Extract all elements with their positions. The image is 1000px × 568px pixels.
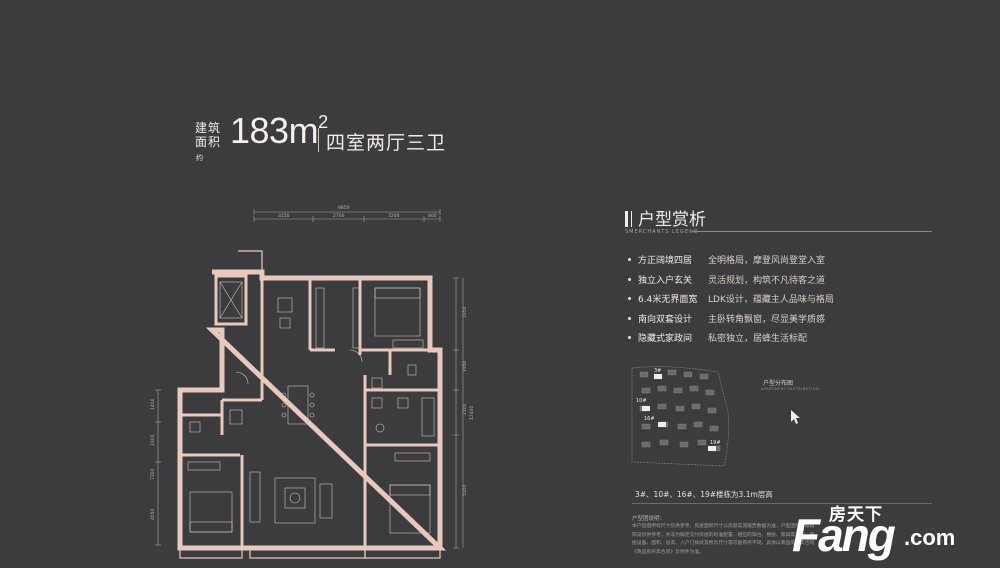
area-value: 183m2 (230, 110, 328, 152)
dim-top-3: 3200 (388, 213, 400, 219)
note-divider (632, 503, 932, 504)
dim-right-total: 12400 (469, 406, 475, 420)
bullet-icon (628, 297, 631, 301)
feature-item: 6.4米无界面宽 LDK设计，蕴藏主人品味与格局 (628, 289, 928, 309)
plan-note-title: 户型图说明： (632, 516, 666, 522)
pointer-icon (791, 410, 800, 424)
dim-top-2: 2700 (333, 213, 345, 219)
area-label-text: 建筑面积 (195, 121, 222, 149)
feature-item: 独立入户玄关 灵活规划，构筑不凡待客之道 (628, 270, 928, 290)
title-bar-icon (625, 211, 628, 227)
floor-plan: 9850 3150 2700 3200 800 3350 1950 2100 5… (150, 200, 480, 568)
plan-note-body: 本户型图所标尺寸仅供参考，房屋面积尺寸以房屋实测报告数据为准，户型图所示家具陈设… (632, 524, 815, 555)
bullet-icon (628, 316, 631, 320)
area-unit-sup: 2 (318, 112, 328, 132)
fang-logo: 房天下 Fang .com (792, 500, 982, 561)
logo-main-text: Fang (792, 509, 896, 561)
feature-desc: LDK设计，蕴藏主人品味与格局 (708, 295, 834, 306)
logo-cn-text: 房天下 (829, 505, 883, 525)
floor-plan-drawing: 9850 3150 2700 3200 800 3350 1950 2100 5… (150, 205, 475, 559)
section-title-text: 户型赏析 (638, 210, 706, 230)
area-label: 建筑面积约 (195, 121, 229, 165)
dim-left-1: 1400 (150, 398, 156, 410)
dim-right-4: 5100 (462, 484, 468, 496)
site-label-10: 10# (636, 398, 647, 404)
dim-right-3: 2100 (462, 403, 468, 415)
layout-type: 四室两厅三卫 (326, 132, 447, 154)
site-map-drawing: 3# 10# 16# 19# (631, 366, 800, 467)
header-divider (318, 128, 319, 152)
feature-desc: 私密独立，居蜂生活标配 (708, 334, 808, 345)
feature-title: 6.4米无界面宽 (638, 295, 698, 306)
site-label-19: 19# (710, 440, 721, 446)
dim-top-1: 3150 (278, 213, 290, 219)
floor-height-note: 3#、10#、16#、19#楼栋为3.1m层高 (635, 490, 773, 499)
dim-total-top: 9850 (338, 205, 350, 211)
feature-title: 独立入户玄关 (638, 275, 693, 286)
bullet-icon (628, 258, 631, 262)
bullet-icon (628, 336, 631, 340)
feature-item: 方正阔境四居 全明格局，摩登风尚登堂入室 (628, 250, 928, 270)
feature-item: 南向双套设计 主卧转角飘窗，尽显美学质感 (628, 309, 928, 329)
dim-left-4: 4050 (150, 508, 156, 520)
bullet-icon (628, 277, 631, 281)
feature-title: 方正阔境四居 (638, 256, 693, 267)
title-bar-thin-icon (631, 211, 632, 227)
feature-list: 方正阔境四居全明格局，摩登风尚登堂入室 独立入户玄关灵活规划，构筑不凡待客之道 … (628, 250, 928, 348)
feature-desc: 主卧转角飘窗，尽显美学质感 (708, 314, 826, 325)
area-number: 183m (230, 110, 319, 151)
dim-right-1: 3350 (462, 306, 468, 318)
section-divider (692, 231, 932, 232)
site-label-16: 16# (644, 416, 655, 422)
section-subtitle: SMERCHANTS LEGEND (625, 229, 699, 235)
dim-left-3: 7300 (150, 468, 156, 480)
site-legend-label: 户型分布图 (763, 380, 794, 387)
section-title: 户型赏析 (625, 205, 706, 230)
feature-item: 隐藏式家政间 私密独立，居蜂生活标配 (628, 328, 928, 348)
dim-right-2: 1950 (462, 360, 468, 372)
feature-title: 南向双套设计 (638, 314, 693, 325)
site-legend-subtitle: APARTMENT DISTRIBUTION (761, 387, 820, 391)
feature-desc: 灵活规划，构筑不凡待客之道 (708, 275, 826, 286)
dim-top-4: 800 (428, 213, 437, 219)
area-suffix: 约 (196, 154, 204, 162)
feature-desc: 全明格局，摩登风尚登堂入室 (708, 256, 826, 267)
logo-tld-text: .com (904, 525, 956, 550)
site-label-3: 3# (654, 368, 661, 374)
site-distribution-map: 3# 10# 16# 19# (628, 362, 928, 472)
dim-left-2: 1900 (150, 434, 156, 446)
feature-title: 隐藏式家政间 (638, 334, 693, 345)
